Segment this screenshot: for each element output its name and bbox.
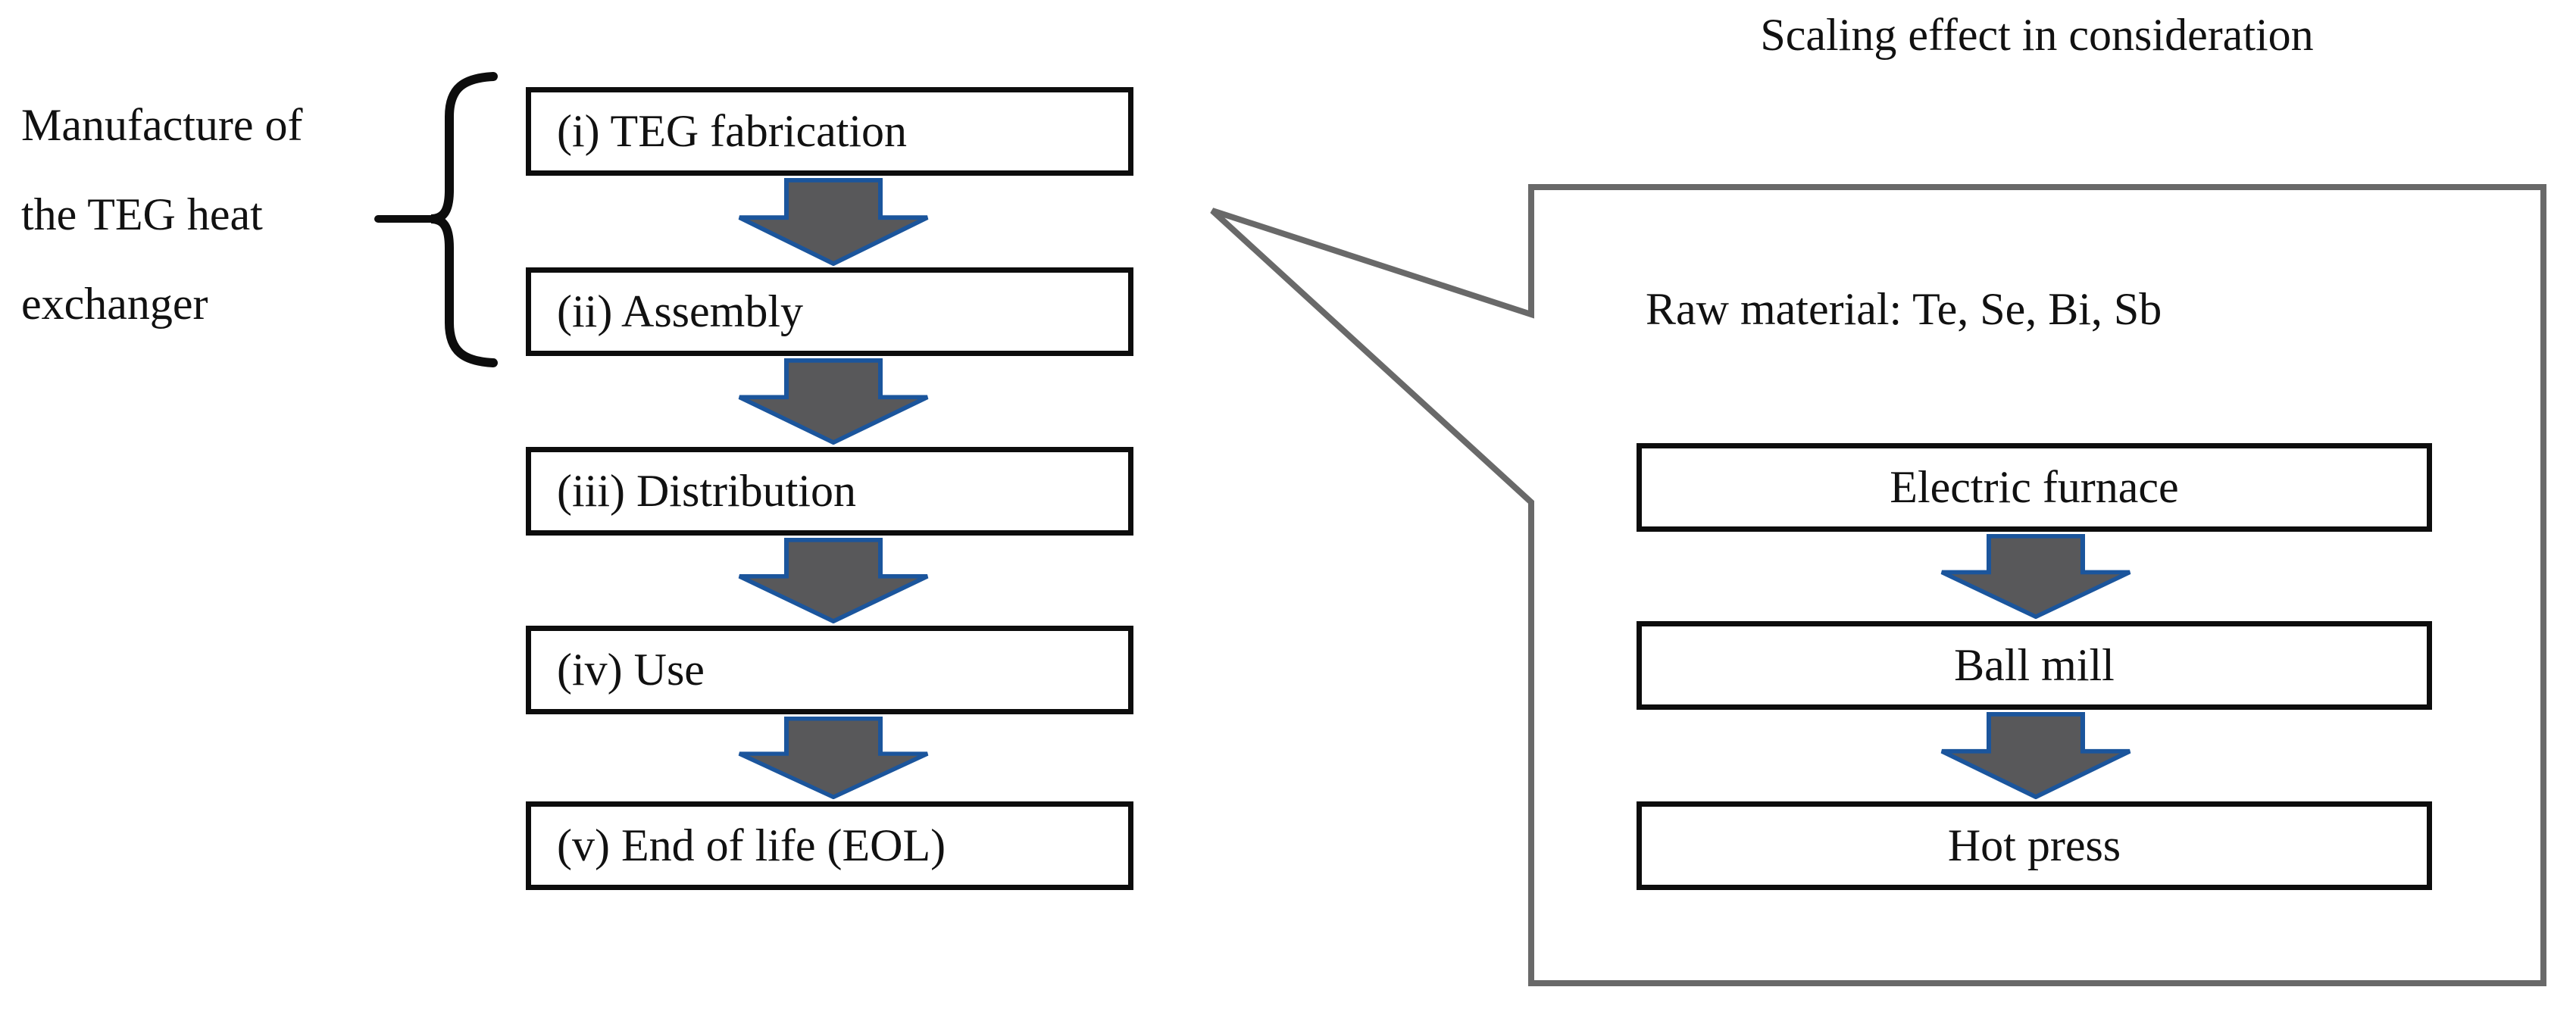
down-arrow-icon xyxy=(1940,712,2131,799)
process-box-label: Electric furnace xyxy=(1890,462,2179,512)
manufacture-label-line-1: Manufacture of xyxy=(21,100,303,150)
flow-box-end-of-life: (v) End of life (EOL) xyxy=(526,801,1133,890)
flow-box-assembly: (ii) Assembly xyxy=(526,267,1133,356)
down-arrow-icon xyxy=(1940,534,2131,619)
curly-brace xyxy=(430,72,498,367)
flow-box-label: (iii) Distribution xyxy=(557,466,856,516)
down-arrow xyxy=(738,717,929,799)
manufacture-label-line-2: the TEG heat xyxy=(21,189,263,239)
process-box-label: Hot press xyxy=(1947,820,2121,870)
raw-material-note: Raw material: Te, Se, Bi, Sb xyxy=(1646,284,2162,334)
down-arrow-icon xyxy=(738,178,929,266)
flow-box-distribution: (iii) Distribution xyxy=(526,447,1133,536)
flow-box-teg-fabrication: (i) TEG fabrication xyxy=(526,87,1133,176)
down-arrow-icon xyxy=(738,358,929,445)
flow-box-use: (iv) Use xyxy=(526,626,1133,714)
callout-bubble xyxy=(1210,184,2546,986)
flow-box-label: (iv) Use xyxy=(557,645,705,695)
down-arrow xyxy=(738,538,929,623)
flow-box-label: (v) End of life (EOL) xyxy=(557,820,946,870)
down-arrow xyxy=(738,358,929,445)
process-box-hot-press: Hot press xyxy=(1637,801,2432,890)
flow-box-label: (i) TEG fabrication xyxy=(557,106,908,156)
manufacture-label: Manufacture of the TEG heat exchanger xyxy=(21,80,400,348)
process-box-electric-furnace: Electric furnace xyxy=(1637,443,2432,532)
down-arrow xyxy=(738,178,929,266)
process-box-label: Ball mill xyxy=(1954,640,2115,690)
down-arrow-icon xyxy=(738,538,929,623)
manufacture-label-line-3: exchanger xyxy=(21,279,208,329)
down-arrow xyxy=(1940,534,2131,619)
process-box-ball-mill: Ball mill xyxy=(1637,621,2432,710)
down-arrow xyxy=(1940,712,2131,799)
flow-box-label: (ii) Assembly xyxy=(557,286,803,336)
down-arrow-icon xyxy=(738,717,929,799)
callout-title: Scaling effect in consideration xyxy=(1760,10,2314,60)
